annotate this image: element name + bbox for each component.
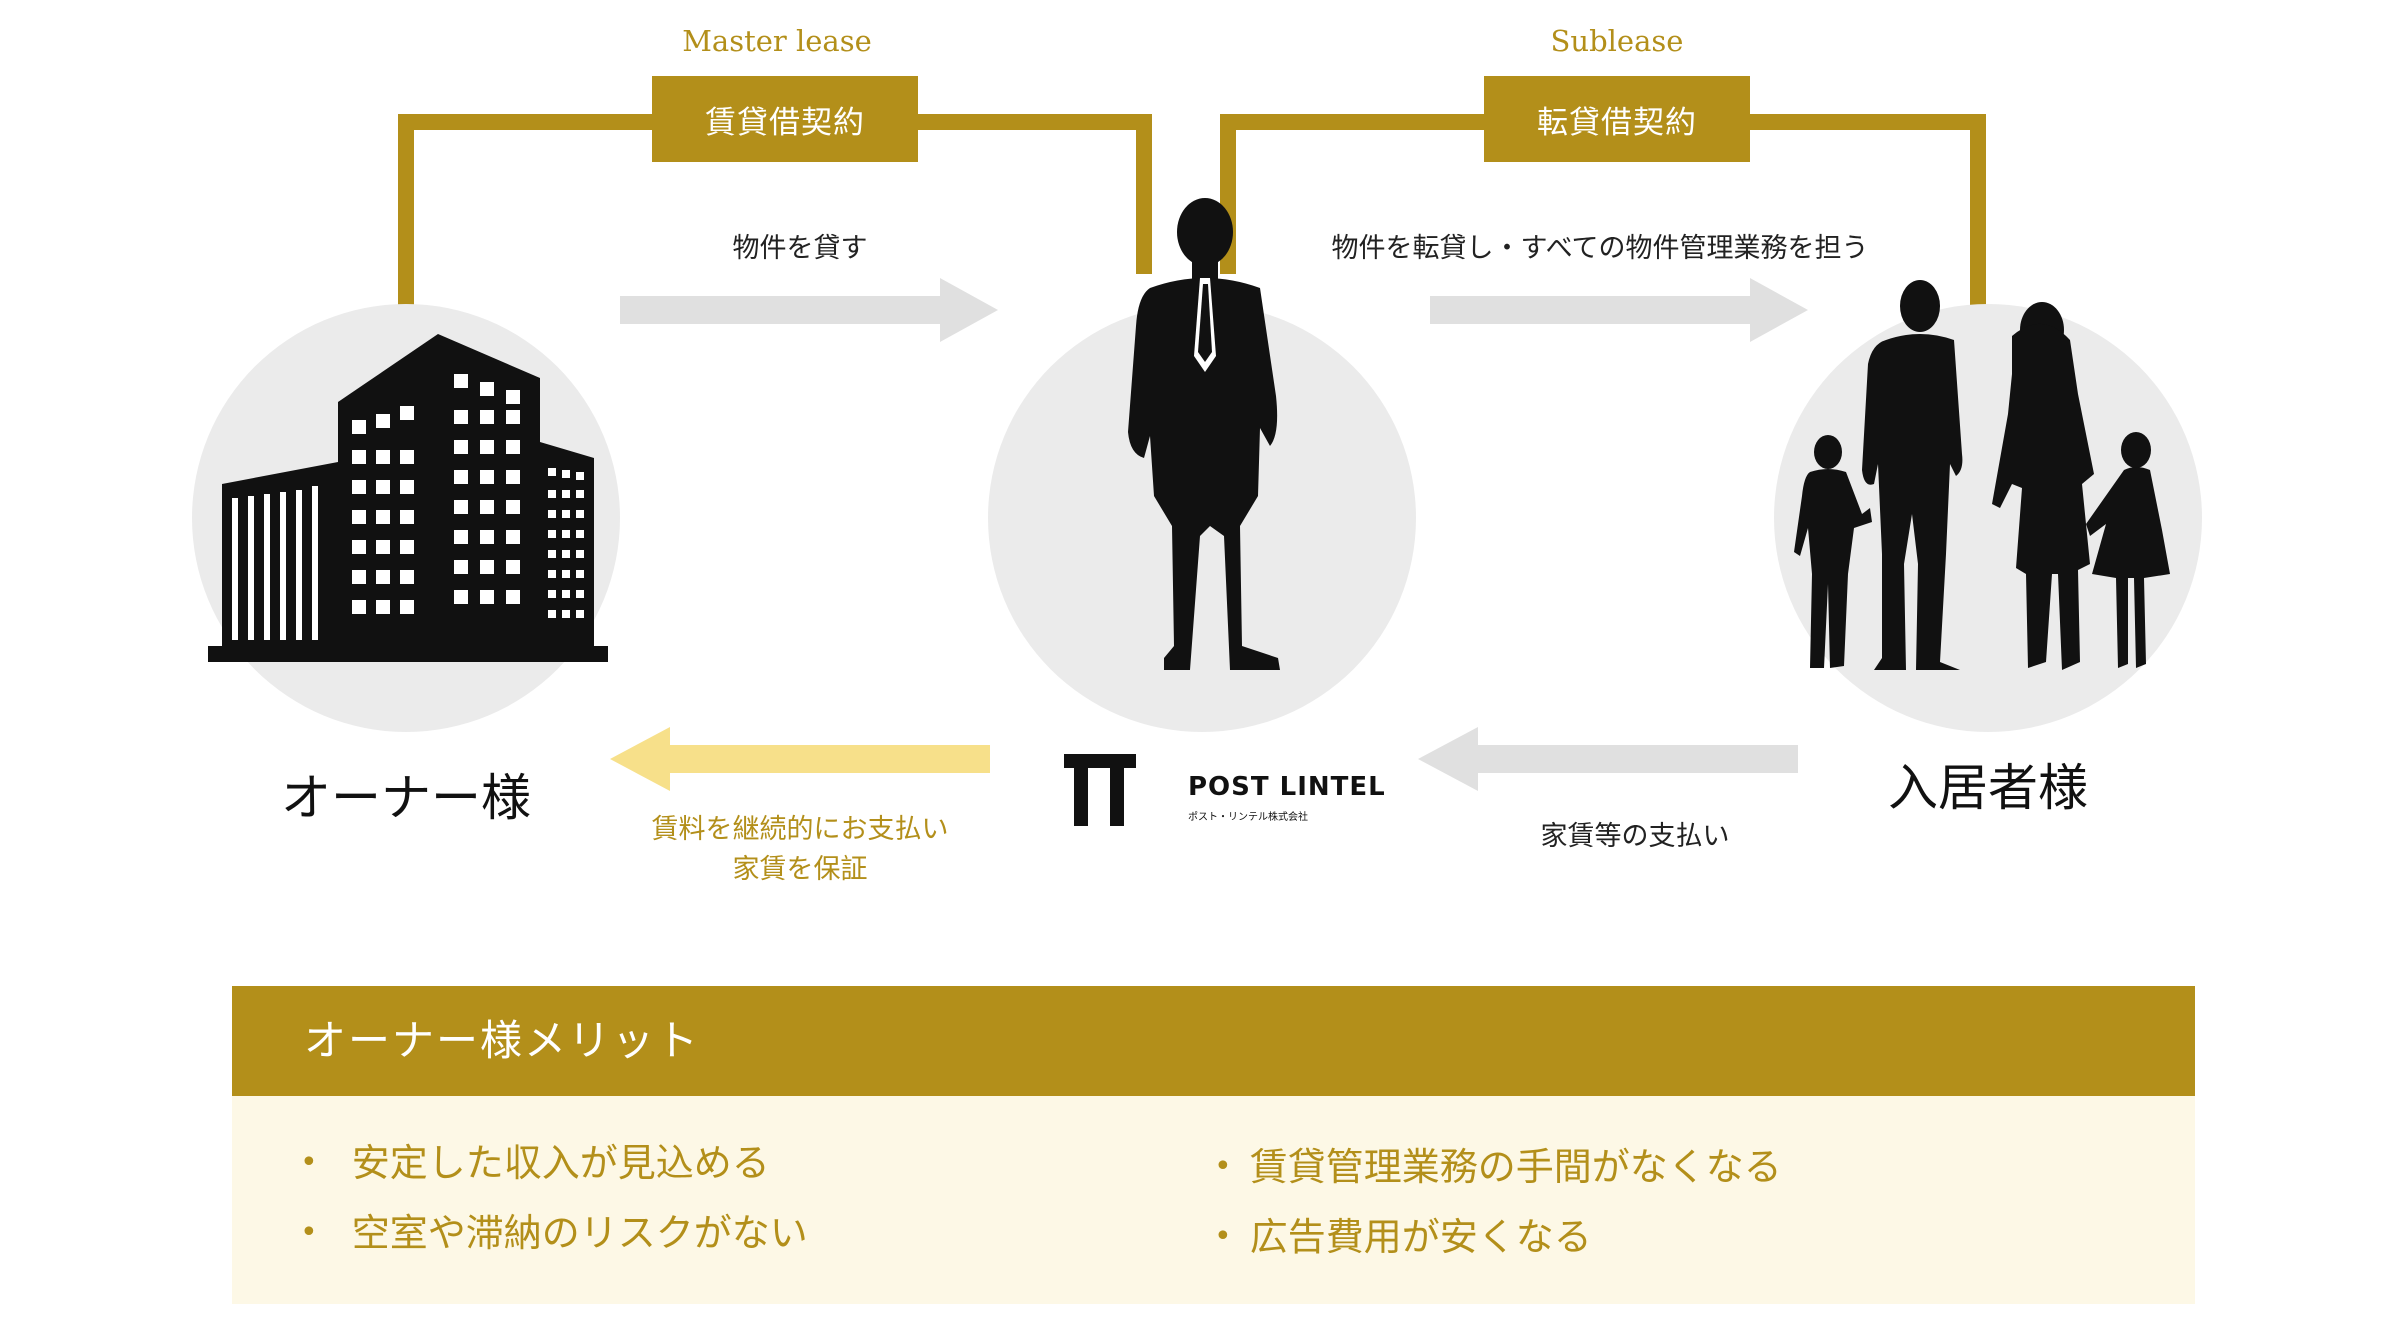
merit-item: • 安定した収入が見込める bbox=[300, 1132, 770, 1187]
flow-tenant-to-company-label: 家賃等の支払い bbox=[1540, 821, 1730, 852]
logo-name: POST LINTEL bbox=[1188, 772, 1386, 802]
merit-item: • 賃貸管理業務の手間がなくなる bbox=[1214, 1136, 1782, 1191]
sublease-box: 転貸借契約 bbox=[1484, 76, 1750, 162]
rent-guarantee-line: 家賃を保証 bbox=[732, 854, 868, 885]
merit-text: 広告費用が安くなる bbox=[1249, 1215, 1592, 1259]
merit-text: 安定した収入が見込める bbox=[351, 1141, 770, 1185]
building-icon bbox=[208, 334, 608, 662]
bullet-icon: • bbox=[300, 1215, 318, 1250]
tenant-label: 入居者様 bbox=[1888, 759, 2088, 817]
merit-text: 空室や滞納のリスクがない bbox=[351, 1211, 808, 1255]
merit-header: オーナー様メリット bbox=[232, 986, 2195, 1096]
rent-payment-line: 賃料を継続的にお支払い bbox=[651, 814, 949, 845]
flow-company-to-owner-label: 賃料を継続的にお支払い 家賃を保証 bbox=[600, 810, 1000, 890]
arrow-tenant-to-company bbox=[1418, 727, 1798, 791]
arrow-owner-to-company bbox=[620, 278, 998, 342]
bullet-icon: • bbox=[300, 1145, 318, 1180]
merit-body: • 安定した収入が見込める • 空室や滞納のリスクがない • 賃貸管理業務の手間がなく… bbox=[232, 1096, 2195, 1304]
merit-title: オーナー様メリット bbox=[304, 1016, 701, 1065]
master-lease-jp-label: 賃貸借契約 bbox=[705, 104, 865, 141]
master-lease-box: 賃貸借契約 bbox=[652, 76, 918, 162]
company-logo: POST LINTEL ポスト・リンテル株式会社 bbox=[1064, 748, 1385, 828]
sublease-en-label: Sublease bbox=[1550, 24, 1684, 58]
bullet-icon: • bbox=[1214, 1219, 1232, 1254]
owner-label: オーナー様 bbox=[281, 769, 531, 827]
logo-kana: ポスト・リンテル株式会社 bbox=[1188, 812, 1308, 823]
family-icon bbox=[1794, 280, 2170, 670]
merit-item: • 広告費用が安くなる bbox=[1214, 1206, 1592, 1261]
master-lease-en-label: Master lease bbox=[682, 24, 872, 58]
arrow-company-to-tenant bbox=[1430, 278, 1808, 342]
bullet-icon: • bbox=[1214, 1149, 1232, 1184]
logo-mark-icon bbox=[1064, 754, 1136, 826]
sublease-jp-label: 転貸借契約 bbox=[1537, 104, 1697, 141]
merit-text: 賃貸管理業務の手間がなくなる bbox=[1249, 1145, 1782, 1189]
flow-owner-to-company-label: 物件を貸す bbox=[732, 233, 868, 264]
arrow-company-to-owner bbox=[610, 727, 990, 791]
businessman-icon bbox=[1128, 198, 1280, 670]
merit-item: • 空室や滞納のリスクがない bbox=[300, 1202, 808, 1257]
flow-company-to-tenant-label: 物件を転貸し・すべての物件管理業務を担う bbox=[1331, 233, 1869, 264]
